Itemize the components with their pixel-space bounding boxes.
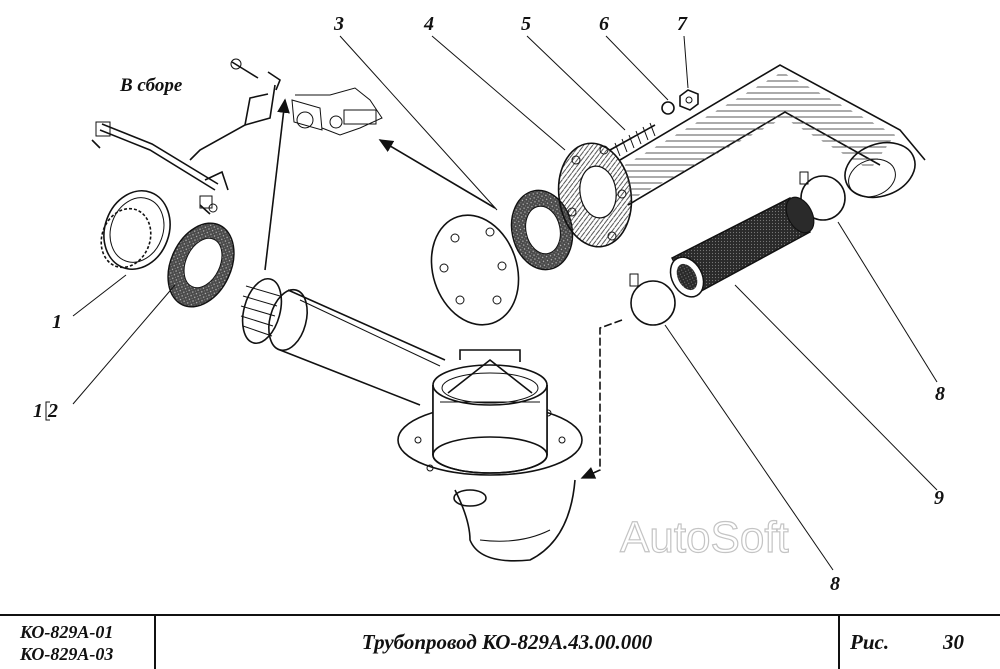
callout-5: 5 <box>521 13 531 35</box>
arrow-to-assembly-1 <box>264 98 290 271</box>
callout-7: 7 <box>677 13 688 35</box>
part-5-stud <box>609 122 656 157</box>
part-6-washer <box>661 101 675 115</box>
drawing-title: Трубопровод КО-829А.43.00.000 <box>156 616 840 669</box>
leader-lines <box>72 35 938 571</box>
callout-8-lower: 8 <box>830 573 840 595</box>
arrow-to-assembly-2 <box>378 139 496 209</box>
callout-3: 3 <box>333 13 344 35</box>
watermark: AutoSoft <box>620 513 789 562</box>
part-2-gasket <box>167 222 235 308</box>
assembly-label: В сборе <box>119 75 183 96</box>
callout-9: 9 <box>934 487 944 509</box>
part-9-hose <box>669 196 815 298</box>
figure-label: Рис. <box>850 630 890 654</box>
title-block: КО-829А-01 КО-829А-03 Трубопровод КО-829… <box>0 614 1000 669</box>
figure-number: Рис. 30 <box>840 616 1000 669</box>
u-pipe <box>619 64 926 206</box>
assembled-pipeline-sketch <box>91 58 383 215</box>
part-7-nut <box>679 89 699 111</box>
callout-bracket <box>45 401 50 421</box>
part-8-clamp-upper <box>799 171 846 221</box>
part-4-flange <box>557 142 633 248</box>
model-number-1: КО-829А-01 <box>20 622 114 642</box>
model-number-2: КО-829А-03 <box>20 644 114 664</box>
figure-number-value: 30 <box>943 630 964 654</box>
drain-body-assembly <box>240 277 623 562</box>
callout-1: 1 <box>52 311 62 333</box>
callout-6: 6 <box>599 13 609 35</box>
model-numbers: КО-829А-01 КО-829А-03 <box>0 616 156 669</box>
part-8-clamp-lower <box>629 273 676 326</box>
callout-4: 4 <box>423 13 434 35</box>
callout-8-upper: 8 <box>935 383 945 405</box>
part-1-cover-cap <box>100 190 171 270</box>
part-3-gasket <box>510 189 574 271</box>
flange-plate <box>430 214 520 326</box>
